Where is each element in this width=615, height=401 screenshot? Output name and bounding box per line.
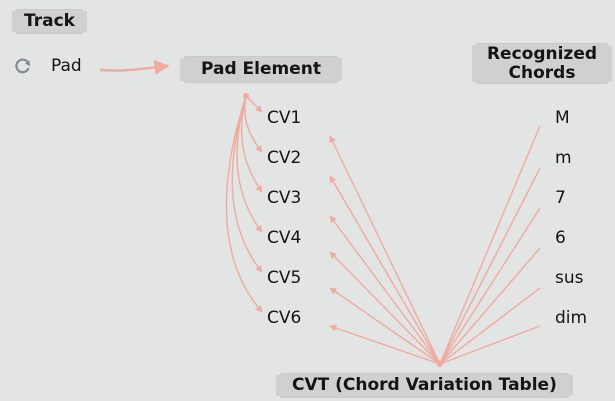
cv-label-5: CV5	[267, 268, 302, 288]
cv-label-1: CV1	[267, 108, 302, 128]
track-header-label: Track	[24, 11, 75, 31]
recognized-chords-title-line2: Chords	[508, 62, 576, 83]
pad-to-element-arrow	[99, 59, 170, 75]
cv-label-6: CV6	[267, 308, 302, 328]
cvt-arrow-cv5	[329, 287, 441, 365]
cvt-arrow-cv2	[329, 175, 441, 365]
arrow-to-cv6	[225, 95, 263, 313]
cvt-hub-dot	[437, 361, 443, 367]
element-to-cv-arrows	[225, 95, 263, 313]
chord-to-cvt-lines	[439, 125, 541, 365]
chord-label-m-minor: m	[555, 148, 572, 168]
cvt-label: CVT (Chord Variation Table)	[292, 375, 557, 395]
arrow-to-cv5	[231, 95, 263, 273]
pad-track-item[interactable]: Pad	[51, 56, 82, 76]
chord-label-dim: dim	[555, 308, 588, 328]
arrow-to-cv2	[244, 95, 263, 153]
cv-label-3: CV3	[267, 188, 302, 208]
recognized-chords-header: Recognized Chords	[472, 43, 612, 85]
cvt-arrow-cv4	[329, 251, 441, 365]
chord-label-sus: sus	[555, 268, 584, 288]
arrow-to-cv1	[245, 95, 263, 113]
element-hub-dot	[243, 93, 249, 99]
cv-label-2: CV2	[267, 148, 302, 168]
cvt-box: CVT (Chord Variation Table)	[276, 373, 573, 398]
cvt-arrow-cv3	[329, 215, 441, 365]
cvt-to-cv-arrows	[329, 135, 441, 365]
pad-element-box: Pad Element	[179, 56, 343, 83]
chord-label-m-major: M	[555, 108, 570, 128]
recognized-chords-title-line1: Recognized	[486, 44, 598, 64]
cvt-arrow-cv6	[329, 324, 441, 365]
chord-label-6: 6	[555, 228, 566, 248]
cvt-arrow-cv1	[329, 135, 441, 365]
track-header: Track	[12, 9, 87, 34]
pad-element-label: Pad Element	[201, 59, 322, 79]
refresh-icon	[15, 58, 31, 74]
cv-label-4: CV4	[267, 228, 302, 248]
chord-label-7: 7	[555, 188, 566, 208]
